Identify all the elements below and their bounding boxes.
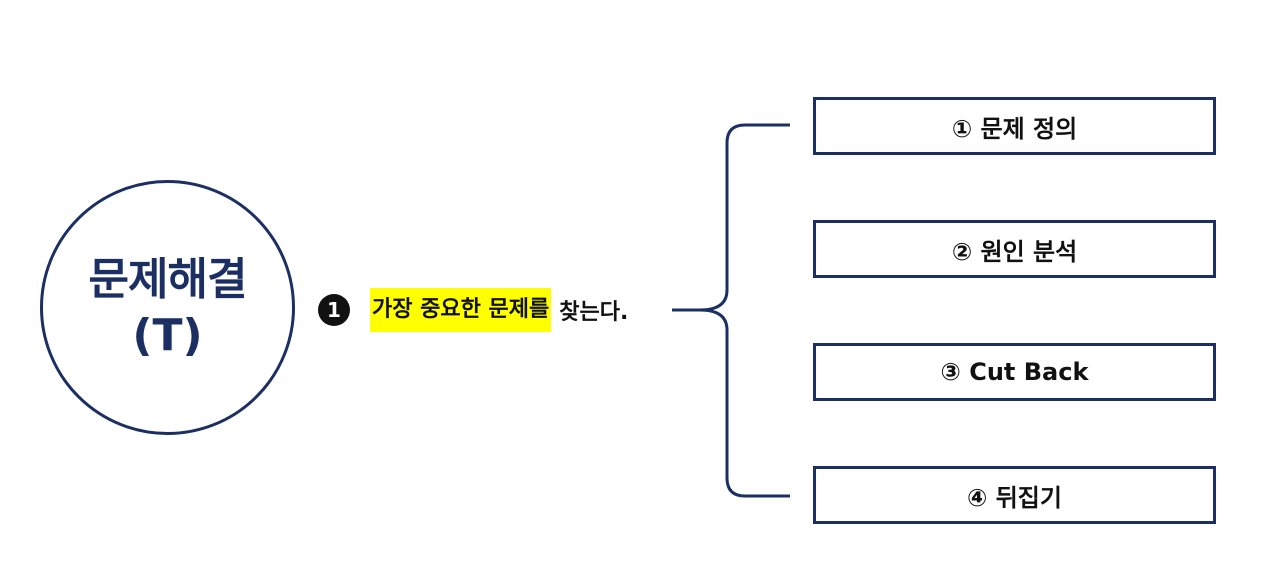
- bracket-path: [699, 123, 790, 498]
- step-box-1: ① 문제 정의: [813, 97, 1216, 155]
- main-statement: 1 가장 중요한 문제를 찾는다.: [318, 288, 628, 332]
- step-box-2: ② 원인 분석: [813, 220, 1216, 278]
- statement-rest-text: 찾는다.: [559, 300, 629, 325]
- circle-title: 문제해결: [88, 253, 248, 305]
- center-circle: 문제해결 (T): [40, 180, 295, 435]
- number-badge: 1: [318, 294, 350, 326]
- circle-subtitle: (T): [132, 309, 203, 361]
- step-box-4: ④ 뒤집기: [813, 466, 1216, 524]
- highlighted-text: 가장 중요한 문제를: [370, 288, 552, 332]
- step-box-3: ③ Cut Back: [813, 343, 1216, 401]
